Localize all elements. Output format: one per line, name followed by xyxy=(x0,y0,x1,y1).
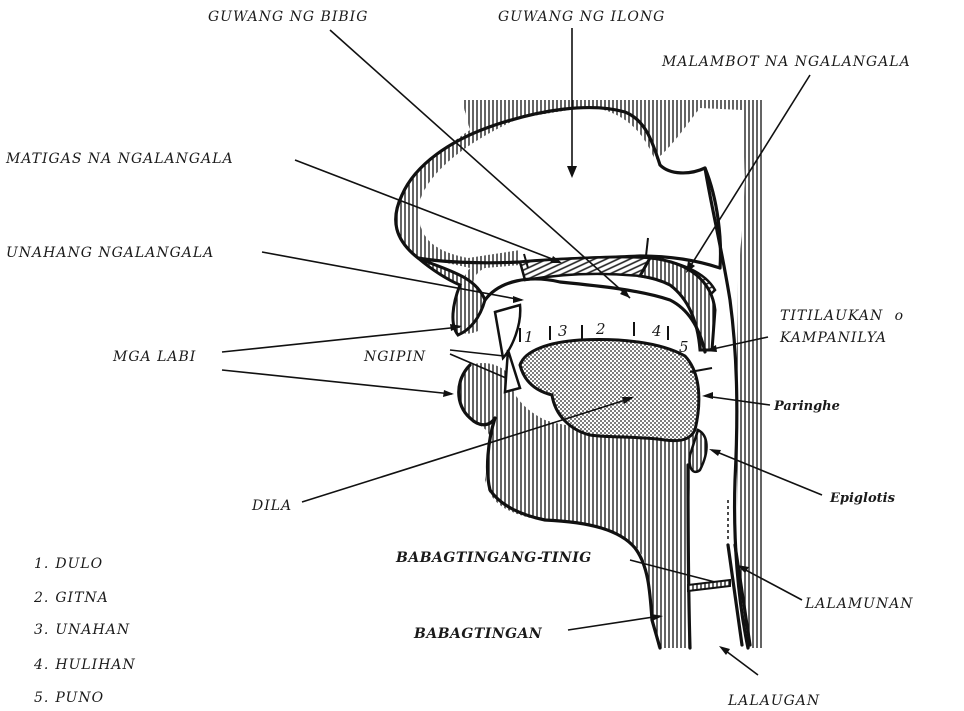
legend-num: 1. xyxy=(34,556,49,572)
label-titilaukan: TITILAUKAN o xyxy=(780,308,904,324)
label-lalamunan: LALAMUNAN xyxy=(804,596,914,612)
vocal-cords xyxy=(688,580,730,591)
label-dila: DILA xyxy=(251,498,292,514)
label-kampanilya: KAMPANILYA xyxy=(779,330,887,346)
tongue-num-1: 1 xyxy=(524,328,534,346)
label-babagtingan: BABAGTINGAN xyxy=(413,626,543,642)
label-paringhe: Paringhe xyxy=(773,399,840,414)
legend-item: 5. PUNO xyxy=(34,690,104,706)
tongue-num-3: 3 xyxy=(558,322,568,340)
legend-num: 3. xyxy=(34,622,49,638)
label-ngipin: NGIPIN xyxy=(363,349,426,365)
tongue-num-2: 2 xyxy=(595,320,606,338)
label-guwang-ng-ilong: GUWANG NG ILONG xyxy=(498,9,665,25)
label-epiglotis: Epiglotis xyxy=(829,491,896,506)
legend: 1. DULO 2. GITNA 3. UNAHAN 4. HULIHAN 5. PUNO xyxy=(33,556,136,706)
lower-teeth xyxy=(505,350,520,392)
legend-text: HULIHAN xyxy=(54,657,135,673)
nose-region xyxy=(397,100,600,334)
label-titilaukan-word: TITILAUKAN xyxy=(780,308,883,324)
label-babagtingang-tinig: BABAGTINGANG-TINIG xyxy=(395,550,592,566)
legend-item: 2. GITNA xyxy=(33,590,109,606)
legend-item: 3. UNAHAN xyxy=(34,622,130,638)
label-titilaukan-o: o xyxy=(895,308,904,324)
legend-text: GITNA xyxy=(55,590,108,606)
label-unahang-ngalangala: UNAHANG NGALANGALA xyxy=(6,245,214,261)
legend-text: UNAHAN xyxy=(55,622,130,638)
label-malambot-na-ngalangala: MALAMBOT NA NGALANGALA xyxy=(661,54,911,70)
label-mga-labi: MGA LABI xyxy=(112,349,196,365)
label-guwang-ng-bibig: GUWANG NG BIBIG xyxy=(208,9,368,25)
legend-item: 4. HULIHAN xyxy=(33,657,136,673)
tongue-num-5: 5 xyxy=(679,338,689,356)
legend-num: 2. xyxy=(33,590,49,606)
tongue-num-4: 4 xyxy=(651,322,662,340)
legend-text: DULO xyxy=(54,556,103,572)
legend-num: 5. xyxy=(34,690,49,706)
legend-item: 1. DULO xyxy=(34,556,103,572)
label-lalaugan: LALAUGAN xyxy=(727,693,820,709)
label-matigas-na-ngalangala: MATIGAS NA NGALANGALA xyxy=(5,151,234,167)
legend-text: PUNO xyxy=(54,690,104,706)
legend-num: 4. xyxy=(33,657,49,673)
